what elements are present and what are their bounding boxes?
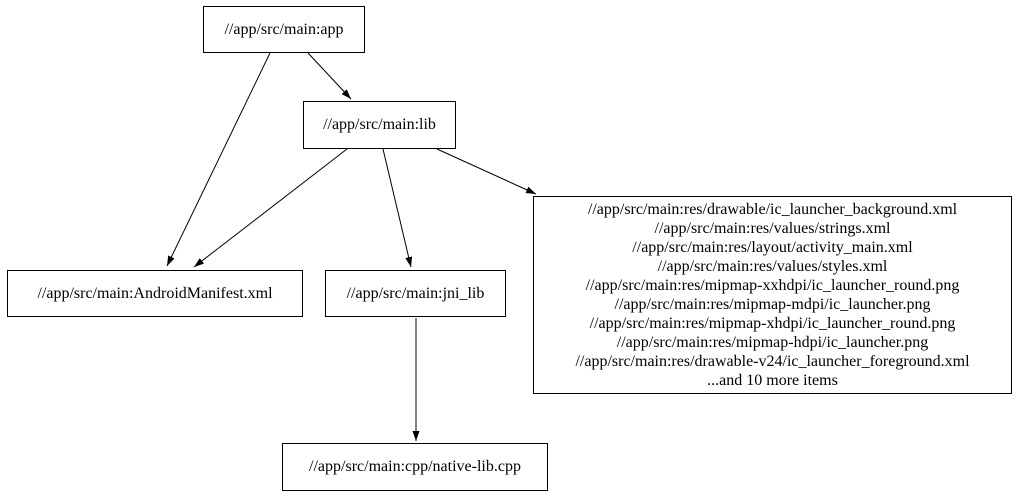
edge-lib-to-resources [436, 148, 537, 195]
resource-line: //app/src/main:res/values/strings.xml [654, 220, 891, 237]
node-jni-lib-label: //app/src/main:jni_lib [346, 284, 485, 302]
node-android-manifest: //app/src/main:AndroidManifest.xml [7, 270, 303, 317]
resource-line: //app/src/main:res/mipmap-hdpi/ic_launch… [616, 334, 929, 351]
node-lib-label: //app/src/main:lib [323, 116, 436, 133]
resource-line: //app/src/main:res/drawable/ic_launcher_… [587, 201, 958, 218]
resource-line: //app/src/main:res/mipmap-xhdpi/ic_launc… [589, 315, 956, 332]
node-resources-filegroup: //app/src/main:res/drawable/ic_launcher_… [533, 196, 1012, 394]
edge-app-to-lib [307, 52, 352, 100]
resource-line: //app/src/main:res/values/styles.xml [657, 258, 888, 275]
edge-lib-to-manifest [193, 148, 348, 268]
node-jni-lib: //app/src/main:jni_lib [325, 270, 506, 317]
node-android-manifest-label: //app/src/main:AndroidManifest.xml [37, 284, 273, 302]
resource-line: //app/src/main:res/mipmap-mdpi/ic_launch… [614, 296, 931, 313]
edge-lib-to-jni-lib [382, 148, 413, 268]
node-app-target: //app/src/main:app [203, 6, 365, 53]
node-app-label: //app/src/main:app [224, 20, 344, 38]
node-lib-target: //app/src/main:lib [303, 101, 456, 149]
resource-line: //app/src/main:res/mipmap-xxhdpi/ic_laun… [585, 277, 960, 294]
resource-line: //app/src/main:res/layout/activity_main.… [632, 239, 913, 256]
edge-app-to-manifest [166, 52, 271, 267]
resource-more-items: ...and 10 more items [707, 372, 838, 389]
node-native-lib-label: //app/src/main:cpp/native-lib.cpp [309, 458, 521, 475]
resource-line: //app/src/main:res/drawable-v24/ic_launc… [575, 353, 970, 370]
node-native-lib-cpp: //app/src/main:cpp/native-lib.cpp [282, 443, 548, 491]
